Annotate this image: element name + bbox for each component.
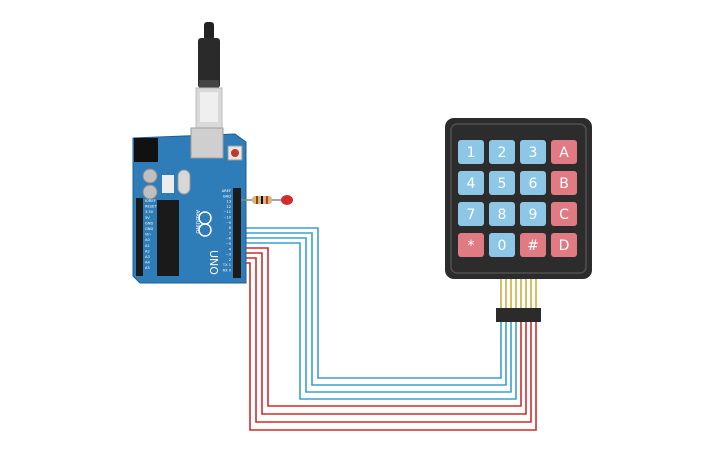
regulator [162,175,174,193]
pin-label: ~5 [226,242,231,246]
key-label: 5 [498,176,507,192]
pin-label: ~9 [226,221,232,225]
pin-label: 8 [229,226,232,230]
pin-label: A5 [145,266,150,270]
key-label: B [559,176,569,192]
key-7[interactable]: 7 [458,202,484,226]
pin-label: A1 [145,244,150,248]
pin-label: GND [145,221,153,225]
pin-label: A2 [145,249,150,253]
arduino-uno-board[interactable]: UNO ARDUINO AREFGND1312~11~10~987~6~54~3… [132,127,247,284]
power-analog-header [136,198,143,276]
key-label: 2 [498,145,507,161]
pin-label: ~3 [226,253,231,257]
pin-label: IOREF [145,199,156,203]
key-label: 6 [529,176,538,192]
pin-label: ~10 [223,216,231,220]
key-label: 4 [467,176,476,192]
wire-column[interactable] [241,227,502,379]
key-*[interactable]: * [458,233,484,257]
key-label: 3 [529,145,538,161]
pin-label: 12 [226,205,231,209]
pin-label: Vin [145,233,151,237]
pin-label: TX 1 [222,263,231,267]
key-label: A [559,145,569,161]
key-label: 7 [467,207,476,223]
pin-label: 4 [229,247,232,251]
usb-port [190,127,224,159]
pin-label: 2 [229,258,231,262]
pin-label: AREF [222,189,231,193]
key-4[interactable]: 4 [458,171,484,195]
wire-column[interactable] [241,232,507,386]
key-1[interactable]: 1 [458,140,484,164]
pin-label: A0 [145,238,150,242]
key-label: 8 [498,207,507,223]
board-logo: UNO [207,250,220,275]
digital-header [233,188,241,278]
keypad-connector [496,308,541,322]
key-8[interactable]: 8 [489,202,515,226]
wires-rows [241,247,537,431]
power-jack [134,138,158,162]
pin-label: 5V [145,216,150,220]
key-C[interactable]: C [551,202,577,226]
pin-label: A4 [145,261,150,265]
key-A[interactable]: A [551,140,577,164]
wire-row[interactable] [241,252,527,415]
pin-label: 13 [226,200,231,204]
key-2[interactable]: 2 [489,140,515,164]
capacitor-1 [142,168,158,184]
key-6[interactable]: 6 [520,171,546,195]
capacitor-2 [142,184,158,200]
crystal [177,169,191,195]
key-5[interactable]: 5 [489,171,515,195]
wire-column[interactable] [241,237,512,393]
key-#[interactable]: # [520,233,546,257]
keypad-4x4[interactable]: 1 2 3 A 4 5 6 B 7 8 9 C * 0 # D [445,118,592,322]
wire-row[interactable] [241,247,522,407]
wires-columns [241,227,517,400]
key-label: 9 [529,207,538,223]
pin-label: GND [223,194,231,198]
pin-label: GND [145,227,153,231]
key-D[interactable]: D [551,233,577,257]
pin-label: A3 [145,255,150,259]
pin-label: RESET [145,205,157,209]
key-9[interactable]: 9 [520,202,546,226]
wire-row[interactable] [241,257,532,423]
pin-label: ~11 [223,210,231,214]
wire-column[interactable] [241,242,517,400]
pin-label: 3.3V [145,210,154,214]
keypad-ribbon [500,279,537,308]
key-label: C [559,207,569,223]
led [281,195,293,205]
key-label: * [468,238,475,254]
pin-label: RX 0 [223,269,232,273]
reset-button-cap [231,149,239,157]
key-label: D [559,238,570,254]
key-B[interactable]: B [551,171,577,195]
key-label: # [527,238,539,254]
key-label: 1 [467,145,476,161]
pin-label: 7 [229,231,231,235]
key-label: 0 [498,238,507,254]
key-3[interactable]: 3 [520,140,546,164]
wire-row[interactable] [241,262,537,431]
infinity-logo-icon-2 [198,223,212,237]
led-resistor[interactable] [241,195,293,205]
key-0[interactable]: 0 [489,233,515,257]
atmega-chip [157,200,179,276]
usb-cable[interactable] [195,22,223,131]
pin-label: ~6 [226,237,232,241]
board-brand: ARDUINO [194,210,200,234]
